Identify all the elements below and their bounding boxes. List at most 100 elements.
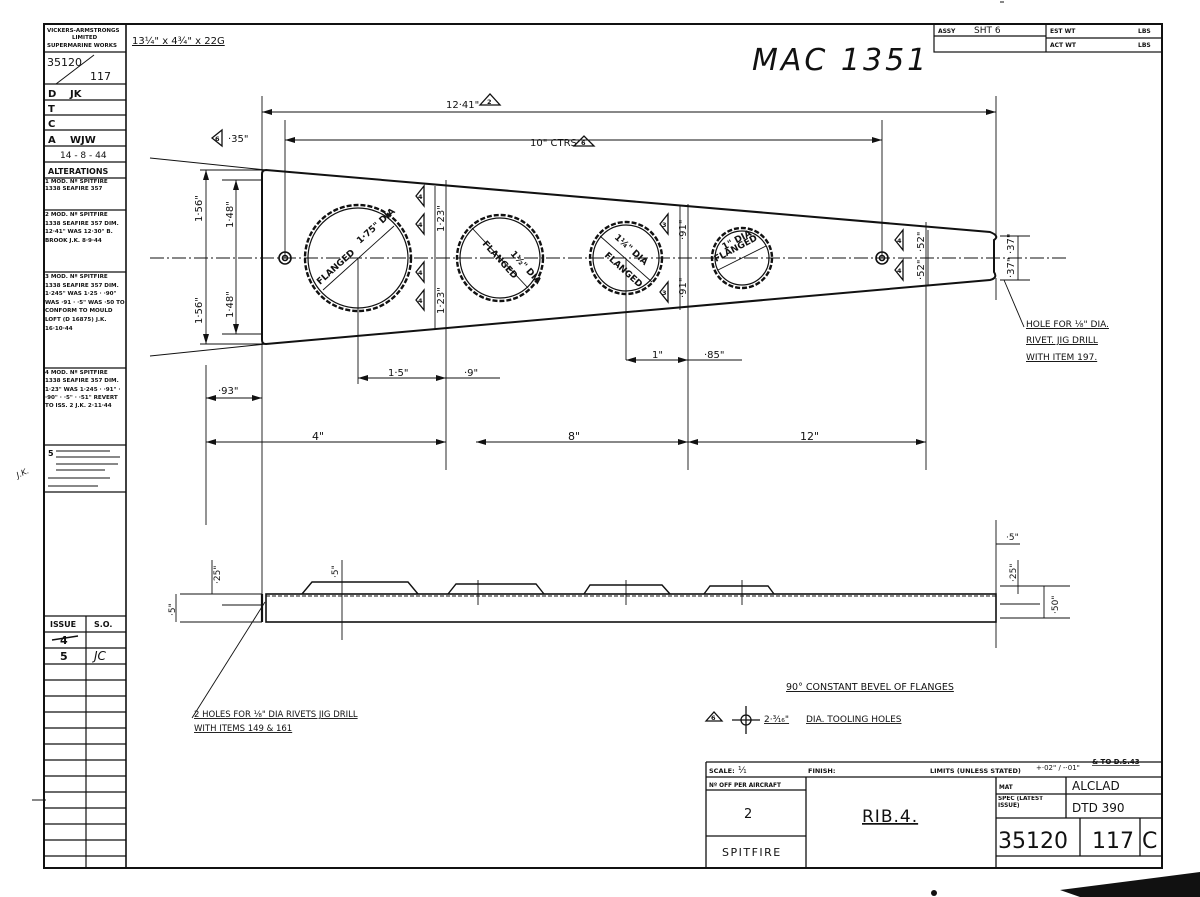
row-key-c: C	[48, 119, 55, 130]
tag-f: 3	[662, 289, 667, 297]
issue-letter: C	[1142, 829, 1157, 854]
tooling-prefix: 2·³⁄₁₆"	[764, 715, 789, 725]
dim-inner-lower: 1·48"	[225, 291, 236, 318]
left-panel-text: VICKERS-ARMSTRONGS LIMITED SUPERMARINE W…	[47, 28, 120, 49]
hole1-dia: 1·75" DIA	[355, 207, 397, 246]
right-hole-line-1: HOLE FOR ⅛" DIA.	[1026, 320, 1109, 330]
dim-left-offset: ·35"	[228, 134, 249, 145]
tag-b: 4	[418, 221, 423, 229]
dim-centres: 10" CTRS	[530, 138, 577, 149]
limits-value: +·02" / -·01"	[1036, 764, 1080, 772]
dim-overall-length: 12·41"	[446, 100, 479, 111]
limits-spec: & TO D.S.43	[1092, 758, 1140, 766]
dim-0-9: ·9"	[464, 368, 478, 379]
left-panel	[44, 51, 126, 868]
dimension-text: 12·41" 10" CTRS ·35" 1·56" 1·56" 1·48" 1…	[194, 100, 1017, 443]
dim-tip-lower: ·37"	[1006, 257, 1017, 278]
dim-h3-lower: ·91"	[678, 277, 689, 298]
title-block-text: SCALE: ¹⁄₁ FINISH: LIMITS (UNLESS STATED…	[709, 758, 1157, 859]
tooling-symbol	[732, 706, 760, 734]
dim-mid-upper: 1·23"	[436, 205, 447, 232]
act-wt-unit: LBS	[1138, 42, 1151, 49]
issue-row-2-so: JC	[92, 649, 107, 663]
arrowheads	[203, 109, 996, 445]
side-dim-050: ·50"	[1051, 596, 1061, 614]
right-hole-line-2: RIVET. JIG DRILL	[1026, 336, 1098, 346]
dim-tip-upper: ·37"	[1006, 233, 1017, 254]
handwritten-ref: MAC 1351	[752, 43, 929, 78]
left-holes-leader	[191, 601, 266, 719]
sheet-border	[43, 23, 1163, 869]
issue-row-2: 5	[60, 650, 68, 663]
limits-label: LIMITS (UNLESS STATED)	[930, 767, 1021, 775]
act-wt-label: ACT WT	[1050, 42, 1077, 49]
title-block-grid	[705, 761, 1162, 868]
part-number: 117	[1092, 829, 1134, 854]
approval-date: 14 - 8 - 44	[60, 151, 107, 161]
row-key-a: A	[48, 135, 56, 146]
side-dim-05a: ·5"	[168, 603, 178, 616]
est-wt-unit: LBS	[1138, 28, 1151, 35]
dim-12: 12"	[800, 430, 819, 443]
spec-label: SPEC (LATEST ISSUE)	[998, 796, 1044, 809]
tag-d: 4	[418, 297, 423, 305]
triangle-markers	[210, 93, 904, 722]
dim-half-lower: 1·56"	[194, 297, 205, 324]
stock-size: 13¼" x 4¾" x 22G	[132, 35, 225, 47]
aircraft-name: SPITFIRE	[722, 846, 782, 859]
row-key-d: D	[48, 89, 56, 100]
right-hole-note: HOLE FOR ⅛" DIA. RIVET. JIG DRILL WITH I…	[1026, 320, 1109, 363]
so-label: S.O.	[94, 620, 112, 629]
est-wt-label: EST WT	[1050, 28, 1076, 35]
dim-8: 8"	[568, 430, 580, 443]
alteration-5: 5	[48, 449, 54, 458]
company-line-3: SUPERMARINE WORKS	[47, 43, 117, 49]
dim-h3-upper: ·91"	[678, 219, 689, 240]
alteration-1: 1 MOD. Nº SPITFIRE 1338 SEAFIRE 357	[45, 179, 108, 192]
tag-h: 4	[897, 267, 902, 275]
spec-value: DTD 390	[1072, 801, 1125, 815]
alteration-3: 3 MOD. Nº SPITFIRE 1338 SEAFIRE 357 DIM.…	[45, 274, 125, 332]
issue-label: ISSUE	[50, 620, 76, 629]
right-hole-leader	[1003, 279, 1025, 328]
issue-row-1-strike	[51, 635, 79, 641]
alteration-4: 4 MOD. Nº SPITFIRE 1338 SEAFIRE 357 DIM.…	[45, 370, 121, 410]
no-off-value: 2	[744, 807, 752, 822]
tag-i: 6	[215, 135, 220, 143]
approval-rows: D JK T C A WJW	[48, 89, 96, 146]
dim-4: 4"	[312, 430, 324, 443]
bevel-note: 90° CONSTANT BEVEL OF FLANGES	[786, 682, 954, 693]
scale-label: SCALE:	[709, 767, 735, 775]
hole1-note: FLANGED	[315, 248, 357, 287]
hole-labels: FLANGED 1·75" DIA FLANGED 1½" DIA FLANGE…	[315, 207, 759, 290]
mat-label: MAT	[999, 785, 1013, 791]
sheet-label: SHT 6	[974, 26, 1001, 36]
dim-0-85: ·85"	[704, 350, 725, 361]
drawing-number-bottom: 117	[90, 70, 111, 83]
row-val-a: WJW	[70, 135, 96, 146]
tooling-note: DIA. TOOLING HOLES	[806, 715, 902, 725]
dimension-lines	[205, 111, 1019, 443]
scan-marks	[32, 1, 1200, 897]
left-holes-note: 2 HOLES FOR ⅛" DIA RIVETS JIG DRILL WITH…	[194, 710, 358, 734]
dim-1-5: 1·5"	[388, 368, 409, 379]
alteration-2: 2 MOD. Nº SPITFIRE 1338 SEAFIRE 357 DIM.…	[45, 212, 119, 244]
scale-value: ¹⁄₁	[738, 766, 747, 776]
dim-h4-upper: ·52"	[916, 231, 927, 252]
triangle-marker-tags: 4 4 4 4 3 3 4 4 6 2 6 6	[215, 98, 902, 722]
dim-0-93: ·93"	[218, 386, 239, 397]
rib-side-view	[175, 520, 1070, 648]
part-name: RIB.4.	[862, 807, 918, 827]
assy-label: ASSY	[938, 28, 956, 35]
alterations-title: ALTERATIONS	[48, 167, 109, 176]
lightening-holes	[303, 203, 774, 313]
dim-h4-lower: ·52"	[916, 259, 927, 280]
dim-mid-lower: 1·23"	[436, 287, 447, 314]
mat-value: ALCLAD	[1072, 779, 1120, 793]
tag-k: 6	[581, 139, 586, 147]
side-dim-05b: ·5"	[331, 565, 341, 578]
company-line-1: VICKERS-ARMSTRONGS	[47, 28, 120, 34]
tag-e: 3	[662, 221, 667, 229]
margin-note: J.K.	[13, 466, 30, 480]
